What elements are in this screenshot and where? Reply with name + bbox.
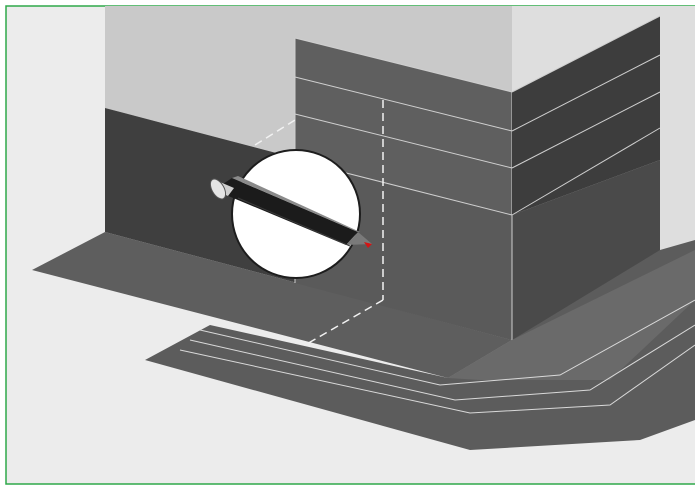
membrane-stepped-top [448,250,695,380]
membrane-sheet-left [32,232,512,378]
pencil-icon [209,176,372,248]
overlay-panel-side [512,16,660,215]
far-right-wall [660,6,695,320]
membrane-stepped-base [145,240,695,450]
membrane-step-lines [179,299,695,414]
dashed-cut-lines [254,100,384,346]
overlay-side-stripes [511,15,661,216]
overlay-panel-upper [295,38,512,215]
